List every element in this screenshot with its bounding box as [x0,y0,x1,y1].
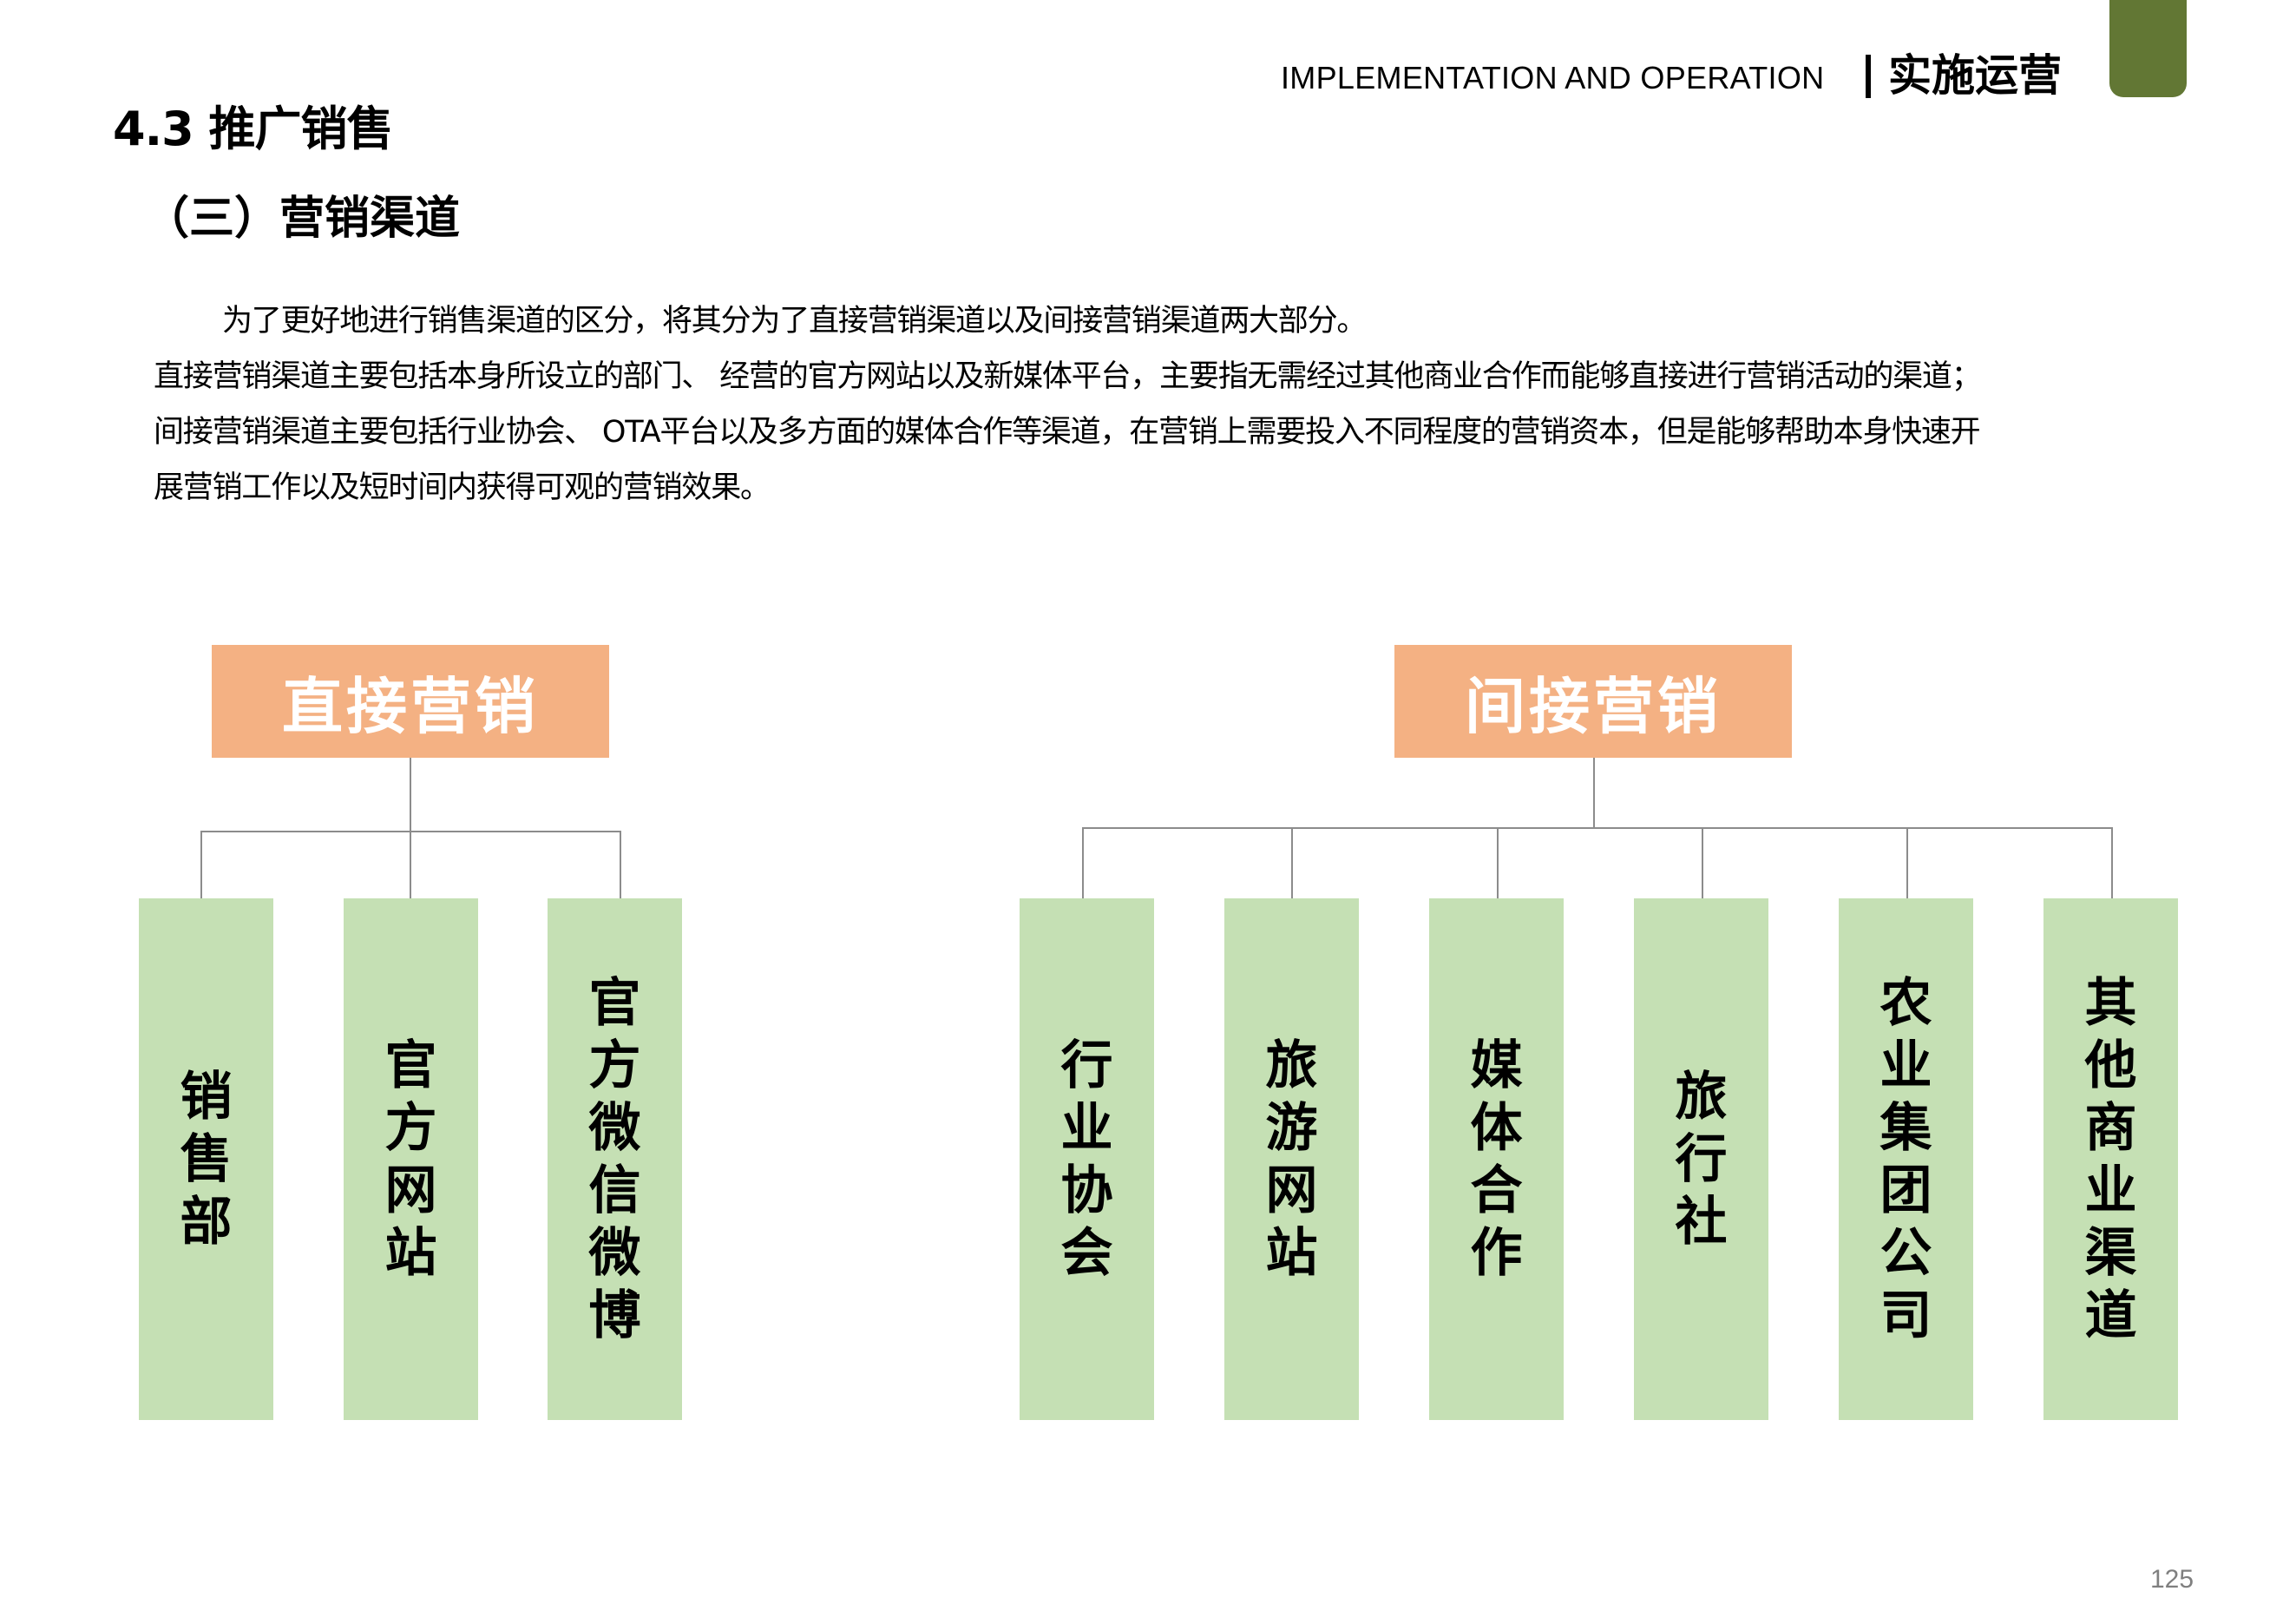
channel-label: 销售部 [180,1066,233,1253]
connector-line [1291,827,1293,898]
connector-line [1593,758,1595,827]
connector-line [1702,827,1703,898]
connector-line [200,831,621,832]
channel-agricultural-group: 农业集团公司 [1839,898,1973,1420]
direct-marketing-node: 直接营销 [212,645,609,758]
connector-line [1082,827,2113,829]
section-tab-accent [2109,0,2187,97]
connector-line [1497,827,1499,898]
connector-line [2111,827,2113,898]
direct-marketing-label: 直接营销 [282,670,539,742]
channel-sales-department: 销售部 [139,898,273,1420]
header-english-title: IMPLEMENTATION AND OPERATION [1281,60,1825,95]
channel-official-website: 官方网站 [344,898,478,1420]
connector-line [200,831,202,898]
channel-label: 媒体合作 [1470,1035,1523,1284]
paragraph-line: 展营销工作以及短时间内获得可观的营销效果。 [154,470,771,505]
channel-industry-association: 行业协会 [1020,898,1154,1420]
page-number: 125 [2150,1565,2194,1594]
header-chinese-title: 实施运营 [1888,50,2062,101]
channel-label: 农业集团公司 [1879,972,1932,1346]
channel-media-cooperation: 媒体合作 [1429,898,1564,1420]
channel-travel-agency: 旅行社 [1634,898,1768,1420]
connector-line [1082,827,1084,898]
indirect-marketing-label: 间接营销 [1465,670,1722,742]
channel-official-wechat-weibo: 官方微信微博 [548,898,682,1420]
section-subtitle: （三）营销渠道 [144,193,461,245]
connector-line [410,758,411,898]
channel-label: 官方网站 [384,1035,437,1284]
channel-label: 其他商业渠道 [2084,972,2137,1346]
header-divider [1866,55,1871,98]
channel-label: 旅游网站 [1265,1035,1318,1284]
section-title: 4.3 推广销售 [113,102,393,156]
connector-line [1906,827,1908,898]
channel-label: 行业协会 [1060,1035,1113,1284]
paragraph-line: 直接营销渠道主要包括本身所设立的部门、 经营的官方网站以及新媒体平台，主要指无需… [154,359,1982,394]
indirect-marketing-node: 间接营销 [1394,645,1792,758]
channel-label: 官方微信微博 [588,972,641,1346]
channel-travel-website: 旅游网站 [1224,898,1359,1420]
connector-line [620,831,621,898]
channel-label: 旅行社 [1675,1066,1728,1253]
paragraph-line: 为了更好地进行销售渠道的区分，将其分为了直接营销渠道以及间接营销渠道两大部分。 [222,304,1367,339]
paragraph-line: 间接营销渠道主要包括行业协会、 OTA平台以及多方面的媒体合作等渠道，在营销上需… [154,415,1981,450]
channel-other-business: 其他商业渠道 [2043,898,2178,1420]
